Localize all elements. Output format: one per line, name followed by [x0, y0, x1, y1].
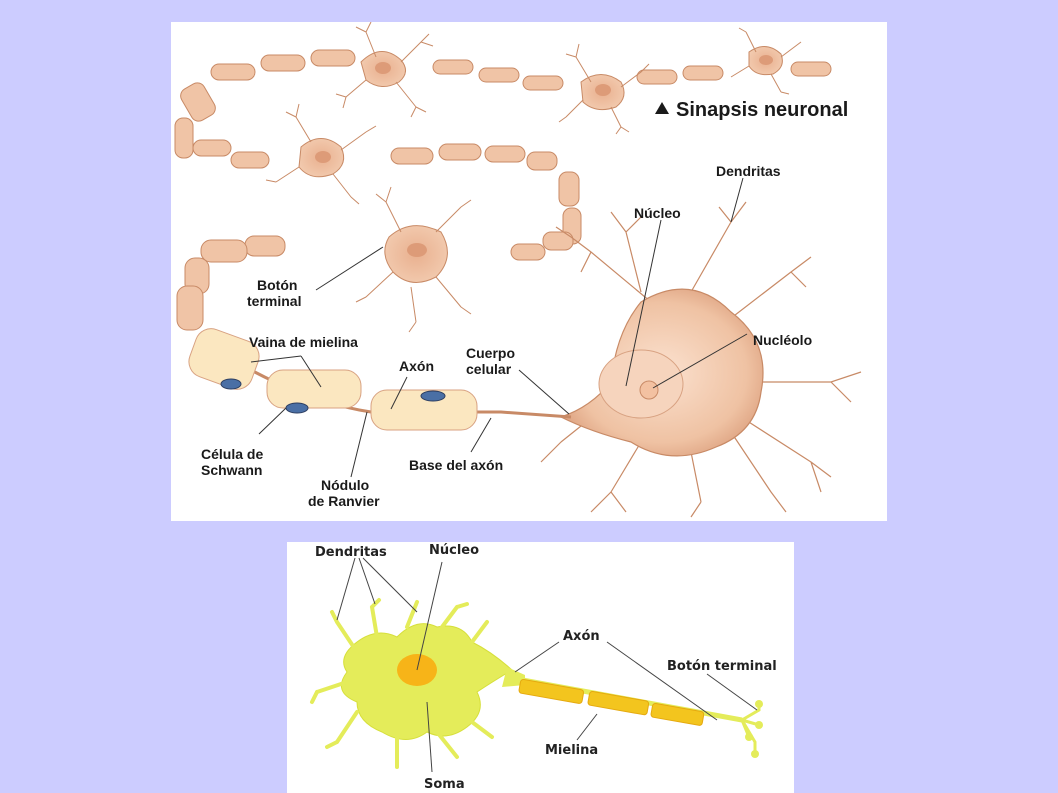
schwann-nucleus — [420, 390, 446, 402]
label-boton-terminal: Botón terminal — [667, 659, 777, 674]
label-axon: Axón — [563, 629, 600, 644]
label-nodulo-line1: Nódulo — [321, 477, 369, 493]
label-vaina-mielina: Vaina de mielina — [249, 334, 358, 350]
label-mielina: Mielina — [545, 743, 598, 758]
schwann-nucleus — [220, 378, 242, 390]
myelin-sheath — [266, 369, 362, 409]
nucleolus — [639, 380, 659, 400]
simple-neuron-illustration: Dendritas Núcleo Axón Botón terminal Mie… — [310, 543, 777, 792]
diagram-title: Sinapsis neuronal — [676, 99, 848, 121]
label-boton-line1: Botón — [257, 277, 297, 293]
label-dendritas: Dendritas — [315, 545, 387, 560]
label-dendritas: Dendritas — [716, 163, 781, 179]
label-nucleolo: Nucléolo — [753, 332, 812, 348]
neuron-synapse-diagram: Sinapsis neuronal Dendritas Núcleo Botón… — [171, 22, 887, 521]
small-neuron-1 — [335, 22, 434, 118]
label-cuerpo-line1: Cuerpo — [466, 345, 515, 361]
schwann-nucleus — [285, 402, 309, 414]
myelin-sheath — [188, 328, 260, 390]
label-nucleo: Núcleo — [634, 205, 681, 221]
large-neuron-nucleus — [598, 349, 684, 419]
leader-lines — [336, 557, 758, 773]
large-axon — [188, 328, 572, 431]
label-base-axon: Base del axón — [409, 457, 503, 473]
large-neuron-dendrites — [540, 201, 862, 518]
label-soma: Soma — [424, 777, 465, 792]
leader-lines — [250, 177, 748, 478]
label-cuerpo-line2: celular — [466, 361, 512, 377]
small-neuron-5 — [355, 186, 472, 333]
axon-terminal — [740, 704, 761, 754]
terminal-buttons — [745, 700, 763, 758]
title-marker-icon — [655, 102, 669, 114]
neuron-dendrites — [310, 598, 494, 769]
label-schwann-line2: Schwann — [201, 462, 262, 478]
label-schwann-line1: Célula de — [201, 446, 263, 462]
label-boton-line2: terminal — [247, 293, 301, 309]
small-neuron-3 — [730, 27, 802, 95]
small-neuron-4 — [265, 103, 377, 205]
simple-neuron-diagram: Dendritas Núcleo Axón Botón terminal Mie… — [287, 542, 794, 793]
myelin-sheath — [370, 389, 478, 431]
small-neuron-2 — [558, 43, 650, 135]
label-axon: Axón — [399, 358, 434, 374]
label-nodulo-line2: de Ranvier — [308, 493, 380, 509]
upper-axon-chain — [174, 49, 832, 331]
axon-hillock — [502, 667, 525, 687]
label-nucleo: Núcleo — [429, 543, 479, 558]
myelin-segments — [518, 678, 705, 726]
neuron-synapse-illustration: Sinapsis neuronal Dendritas Núcleo Botón… — [174, 22, 862, 518]
